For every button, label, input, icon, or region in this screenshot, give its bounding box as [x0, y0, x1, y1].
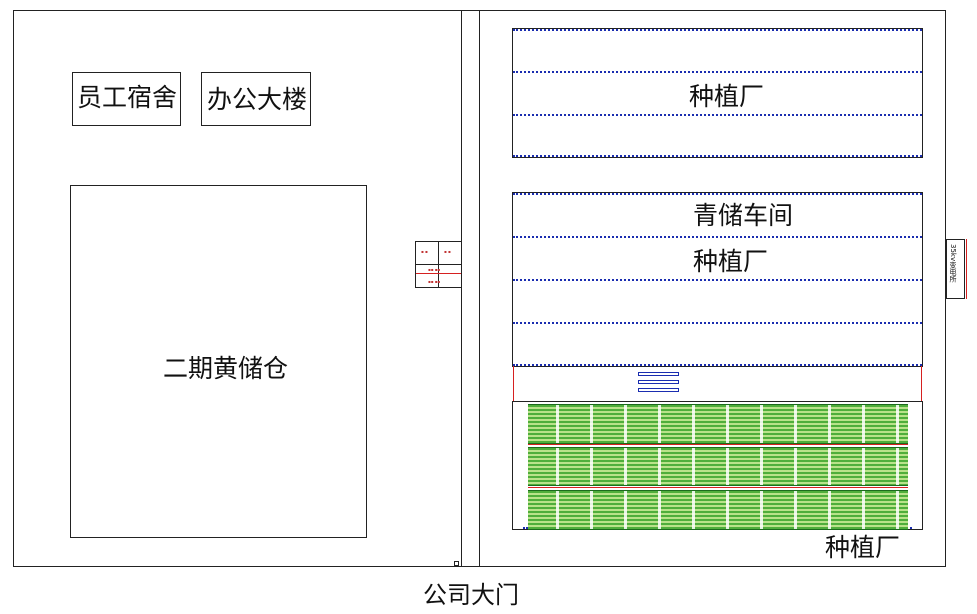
warehouse-phase2: 二期黄储仓	[70, 185, 367, 538]
dotted-row	[513, 193, 922, 195]
substation-label: 35kv变电所	[949, 244, 957, 283]
office-building: 办公大楼	[201, 72, 311, 126]
planting-plant-bottom	[512, 401, 923, 530]
dotted-row	[513, 236, 922, 238]
silage-workshop-label: 青储车间	[693, 201, 794, 230]
dotted-row	[513, 364, 922, 366]
planting-plant-top: 种植厂	[512, 28, 923, 158]
cultivation-rows	[528, 490, 908, 530]
equipment-bar	[638, 388, 679, 392]
cultivation-divider	[528, 487, 908, 488]
connector-right	[921, 366, 922, 401]
equipment-stack	[638, 372, 679, 394]
equipment-bar	[638, 372, 679, 376]
office-label: 办公大楼	[207, 85, 308, 114]
warehouse-phase2-label: 二期黄储仓	[163, 354, 289, 383]
planting-top-label: 种植厂	[689, 82, 765, 111]
equipment-bar	[638, 380, 679, 384]
dormitory-label: 员工宿舍	[77, 83, 178, 112]
company-gate-label: 公司大门	[423, 581, 519, 609]
dotted-row	[513, 114, 922, 116]
dotted-row	[513, 279, 922, 281]
road-control-box: ▪ ▪ ▪ ▪ ▪▪ ▪▪ ▪▪ ▪▪	[415, 241, 462, 288]
dotted-row	[513, 71, 922, 73]
control-box-hline	[416, 264, 461, 265]
control-box-mark-4: ▪▪ ▪▪	[428, 279, 441, 284]
connector-left	[513, 366, 514, 401]
control-box-mark-1: ▪ ▪	[421, 249, 428, 254]
dotted-row	[513, 155, 922, 157]
cultivation-divider	[528, 444, 908, 445]
substation-box: 35kv变电所	[946, 239, 965, 299]
dotted-row	[513, 322, 922, 324]
planting-plant-middle: 青储车间 种植厂	[512, 192, 923, 367]
planting-middle-label: 种植厂	[693, 247, 769, 276]
dormitory-building: 员工宿舍	[72, 72, 181, 126]
dotted-row	[513, 29, 922, 31]
road-marker	[454, 561, 459, 566]
cultivation-rows	[528, 447, 908, 486]
substation-dimension-line	[966, 239, 967, 299]
control-box-mark-2: ▪ ▪	[444, 249, 451, 254]
control-box-redline	[416, 273, 461, 274]
control-box-mark-3: ▪▪ ▪▪	[428, 267, 441, 272]
central-road-right-edge	[479, 10, 480, 567]
planting-bottom-label: 种植厂	[825, 533, 901, 562]
cultivation-rows	[528, 404, 908, 444]
central-road-left-edge	[461, 10, 462, 567]
